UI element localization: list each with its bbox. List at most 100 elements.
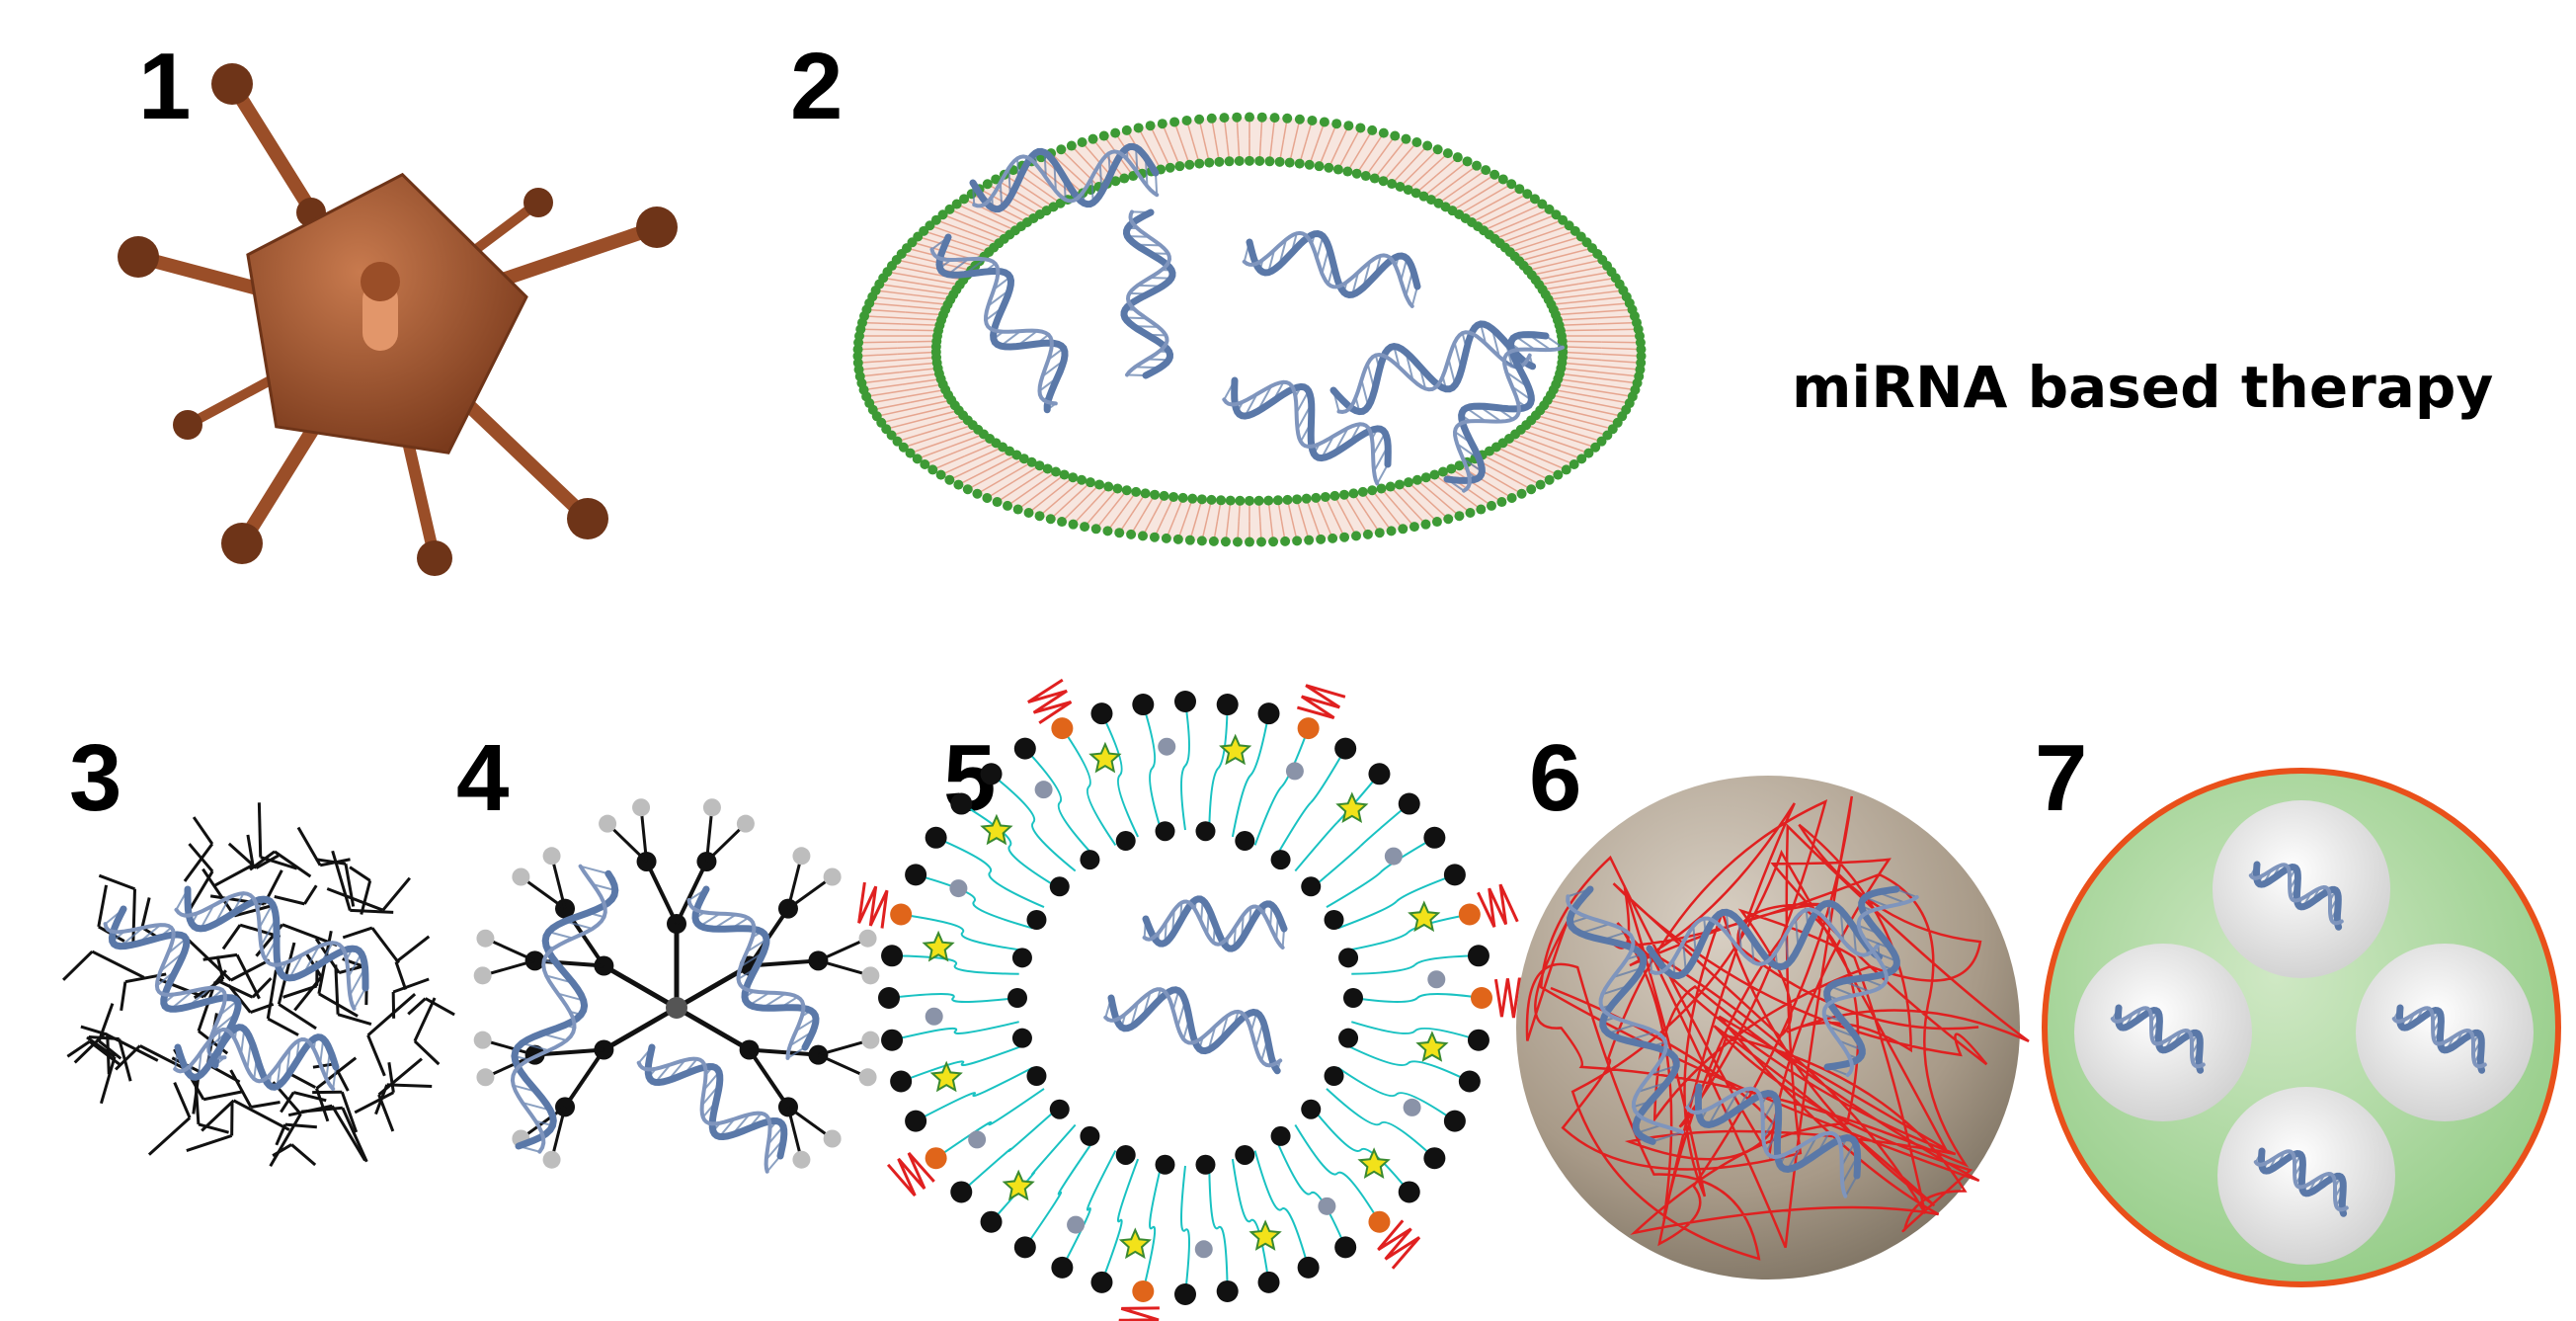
dendrimer-tip bbox=[632, 798, 651, 817]
lipid-tail bbox=[961, 235, 995, 249]
lipid-tail bbox=[1498, 193, 1528, 209]
lipid-head bbox=[1324, 162, 1334, 173]
polymer-chain bbox=[217, 979, 254, 999]
lipid-head bbox=[1204, 157, 1215, 168]
lipid-tail bbox=[886, 419, 924, 430]
lipid-head bbox=[1220, 537, 1231, 547]
dendrimer-tip bbox=[599, 814, 617, 833]
lipid-head bbox=[1294, 114, 1305, 124]
lipid-head bbox=[1514, 184, 1525, 195]
lipid-tail bbox=[1562, 362, 1601, 368]
lipid-tail bbox=[864, 315, 904, 319]
lipid-head bbox=[1181, 115, 1192, 125]
lipid-tail bbox=[1512, 203, 1543, 218]
lipid-chain bbox=[1007, 1107, 1060, 1152]
dendrimer-tip bbox=[858, 929, 877, 948]
lipid-head bbox=[1526, 484, 1537, 495]
polymer-chain bbox=[386, 1083, 433, 1088]
lipid-head bbox=[1216, 495, 1227, 506]
dendrimer-branch bbox=[705, 822, 747, 864]
lipid-tail bbox=[1535, 414, 1572, 427]
lipid-tail bbox=[955, 240, 990, 253]
polymer-chain bbox=[413, 997, 437, 1042]
dendrimer-branch bbox=[482, 958, 535, 977]
mirna-strand bbox=[686, 885, 820, 1060]
lipid-head bbox=[930, 214, 941, 225]
lipid-tail bbox=[1560, 435, 1596, 449]
lipid-tail bbox=[869, 302, 908, 307]
lipid-tail bbox=[1587, 401, 1627, 411]
cholesterol-star bbox=[1248, 1219, 1282, 1251]
lipid-head bbox=[1115, 831, 1136, 852]
peg-anchor bbox=[1051, 717, 1074, 740]
peg-anchor bbox=[890, 903, 913, 926]
dendrimer-tip bbox=[858, 1068, 877, 1087]
lipid-chain bbox=[1031, 1123, 1077, 1176]
polymer-chain bbox=[246, 834, 255, 866]
polymer-chain bbox=[202, 1090, 244, 1102]
lipid-head bbox=[1011, 948, 1032, 968]
lipid-head bbox=[1555, 325, 1566, 336]
lipid-chain bbox=[1280, 1206, 1310, 1269]
dendrimer-branch bbox=[787, 875, 834, 910]
lipid-chain bbox=[1180, 1165, 1186, 1232]
mirna-strand bbox=[2391, 1004, 2487, 1074]
polymer-chain bbox=[255, 854, 280, 869]
polymer-chain bbox=[197, 981, 217, 1032]
lipid-chain bbox=[935, 1120, 993, 1160]
lipid-tail bbox=[985, 216, 1016, 231]
lipid-chain bbox=[960, 1043, 1025, 1067]
lipid-chain bbox=[1149, 1164, 1163, 1230]
lipid-head bbox=[1301, 493, 1312, 504]
lipid-head bbox=[905, 448, 916, 458]
lipid-tail bbox=[1534, 455, 1567, 471]
lipid-head bbox=[1411, 137, 1422, 148]
lipid-chain bbox=[1024, 747, 1063, 804]
lipid-tail bbox=[1557, 317, 1596, 321]
lipid-chain bbox=[891, 1027, 958, 1041]
lipid-head bbox=[1387, 179, 1398, 190]
panel-number-3: 3 bbox=[69, 725, 121, 831]
polymer-chain bbox=[342, 926, 373, 940]
lipid-tail bbox=[887, 271, 925, 280]
polymer-chain bbox=[395, 935, 431, 963]
lipid-chain bbox=[1294, 1123, 1338, 1176]
lipid-head bbox=[1551, 209, 1562, 220]
lipid-head bbox=[1219, 113, 1230, 124]
mirna-strand bbox=[103, 905, 242, 1069]
lipid-tail bbox=[1593, 389, 1633, 398]
lipid-tail bbox=[1471, 206, 1500, 223]
dendrimer-branch bbox=[787, 1106, 834, 1140]
lipid-tail bbox=[897, 351, 936, 356]
polymer-chain bbox=[337, 1013, 372, 1026]
dendrimer-branch bbox=[818, 1038, 871, 1057]
liposome-core bbox=[935, 160, 1564, 501]
lipid-head bbox=[1145, 121, 1156, 131]
lipid-head bbox=[959, 194, 970, 205]
lipid-chain bbox=[1294, 821, 1338, 872]
lipid-tail bbox=[1561, 368, 1600, 373]
inorganic-nanoparticle-icon bbox=[1516, 776, 2030, 1280]
lipid-head bbox=[1115, 1144, 1136, 1165]
lipid-tail bbox=[891, 424, 928, 437]
lipid-head bbox=[1446, 463, 1457, 474]
lipid-tail bbox=[861, 377, 901, 384]
lipid-head bbox=[1454, 460, 1465, 471]
lipid-head bbox=[1012, 504, 1023, 515]
lipid-tail bbox=[923, 277, 960, 286]
lipid-head bbox=[1270, 850, 1291, 870]
lipid-tail bbox=[879, 283, 917, 290]
lipid-head bbox=[1023, 507, 1034, 518]
lipid-head bbox=[1165, 162, 1175, 173]
lipid-head bbox=[1343, 988, 1363, 1008]
lipid-tail bbox=[1531, 266, 1568, 277]
lipid-head bbox=[937, 209, 948, 220]
dendrimer-branch bbox=[534, 1047, 604, 1057]
dendrimer-tip bbox=[861, 1031, 880, 1049]
lipid-tail bbox=[1514, 245, 1549, 258]
dendrimer-branch bbox=[749, 1047, 819, 1057]
lipid-head bbox=[898, 442, 909, 453]
lipid-head bbox=[1042, 463, 1053, 474]
lipid-head bbox=[1420, 519, 1431, 530]
lipid-head bbox=[1423, 826, 1446, 849]
